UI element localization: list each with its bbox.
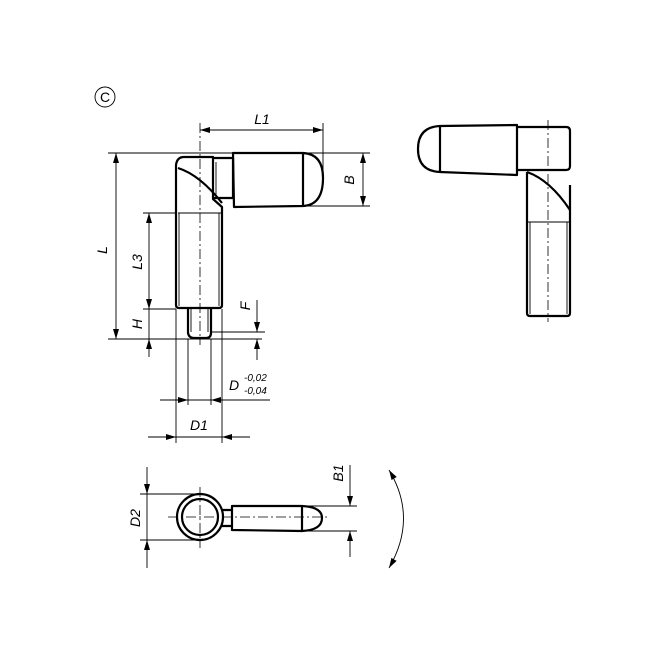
label-F: F (237, 300, 253, 310)
head (517, 125, 572, 172)
top-view: D2 B1 (127, 464, 404, 569)
label-D-tolerance-upper: -0,02 (244, 373, 267, 384)
pin (186, 309, 213, 340)
label-D2: D2 (127, 509, 143, 527)
handle (416, 123, 519, 177)
label-B: B (341, 175, 357, 184)
side-view (416, 120, 572, 322)
handle (231, 151, 325, 209)
label-D: D (229, 377, 239, 393)
variant-circle (94, 86, 116, 108)
handle-connector (222, 508, 232, 528)
variant-label: C (94, 86, 116, 108)
handle (230, 504, 324, 533)
label-L3: L3 (129, 254, 145, 270)
plunger-body (174, 155, 224, 310)
label-B1: B1 (330, 464, 346, 481)
plunger-body (525, 172, 572, 318)
label-D1: D1 (190, 417, 208, 433)
variant-letter: C (100, 89, 110, 105)
label-L: L (94, 246, 110, 254)
rotation-arrow-icon (388, 469, 404, 569)
label-L1: L1 (254, 111, 270, 127)
label-H: H (129, 318, 145, 329)
label-D-tolerance-lower: -0,04 (244, 386, 267, 397)
cam-slope (526, 170, 571, 211)
front-view: L1 B L L3 H F D -0,02 -0,04 D1 (94, 111, 370, 443)
